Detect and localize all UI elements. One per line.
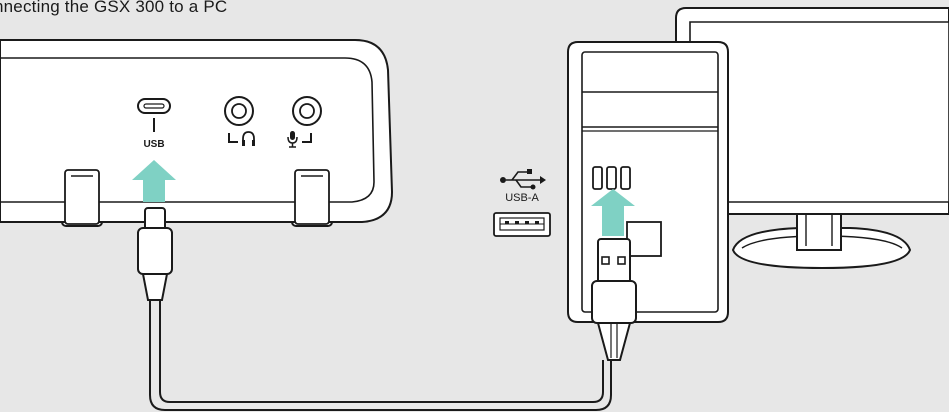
headphone-icon	[242, 131, 255, 146]
usb-a-port-icon	[493, 212, 551, 237]
headphone-jack	[224, 96, 255, 146]
diagram-title: nnecting the GSX 300 to a PC	[0, 0, 228, 16]
usb-a-label: USB-A	[505, 192, 539, 204]
usb-c-port: USB	[137, 98, 171, 150]
pc-usb-ports	[592, 166, 631, 190]
insert-arrow-usb-c	[132, 160, 176, 202]
usb-cable	[149, 300, 612, 411]
usb-c-plug	[137, 207, 173, 301]
monitor	[675, 7, 949, 270]
pc-tower	[567, 41, 729, 323]
insert-arrow-usb-a	[591, 189, 635, 236]
microphone-jack	[287, 96, 322, 148]
usb-a-plug	[591, 238, 637, 361]
pc-panel-square	[626, 221, 662, 257]
usb-a-legend: USB-A	[493, 169, 551, 237]
usb-port-label: USB	[143, 139, 164, 150]
usb-symbol-icon	[500, 169, 546, 190]
device-body	[0, 39, 394, 223]
device-panel	[0, 57, 375, 203]
gsx300-device: USB	[0, 39, 394, 227]
microphone-icon	[287, 131, 298, 148]
